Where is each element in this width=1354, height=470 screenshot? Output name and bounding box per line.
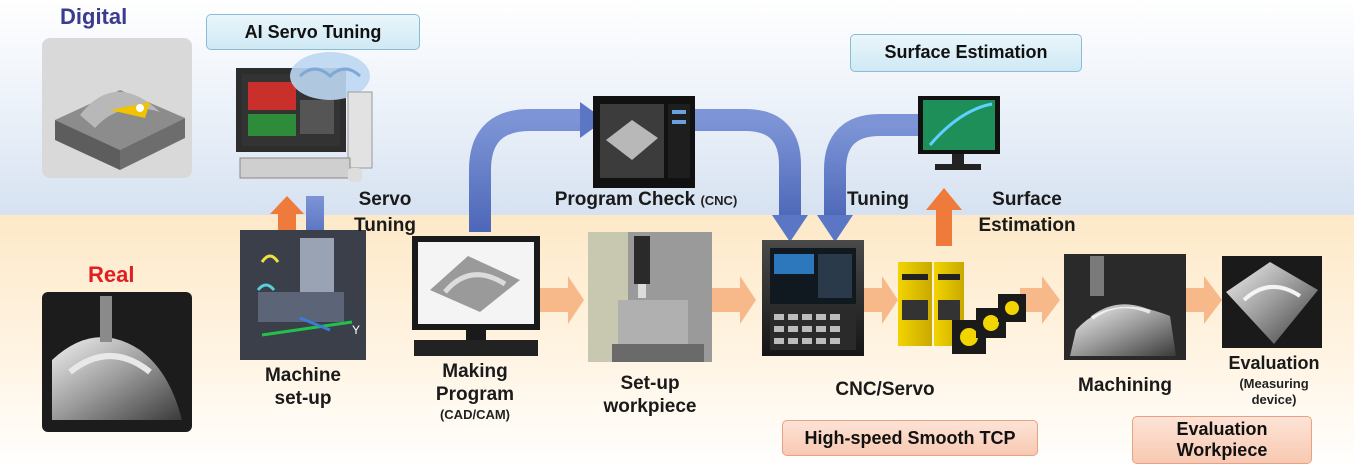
making-program-line1: Making [442, 361, 508, 382]
real-label: Real [88, 262, 135, 287]
orange-flow-arrows [540, 276, 1222, 324]
machining-label: Machining [1078, 375, 1172, 396]
machine-setup-line1: Machine [264, 365, 342, 386]
blue-flow-arrow-surface [817, 114, 920, 242]
surface-estimation-label: Surface Estimation [962, 190, 1092, 236]
servo-amplifiers-motors [898, 262, 1026, 354]
axis-y-label: Y [352, 323, 360, 337]
high-speed-smooth-tcp-box: High-speed Smooth TCP [782, 420, 1038, 456]
program-check-monitor [593, 96, 695, 188]
evaluation-sub-line2: device) [1251, 391, 1297, 407]
evaluation-workpiece-line1: Evaluation [1176, 419, 1268, 439]
setup-workpiece-label: Set-up workpiece [580, 374, 720, 417]
making-program-sub: (CAD/CAM) [439, 406, 511, 422]
servo-tuning-line1: Servo [358, 189, 412, 210]
making-program-label: Making Program (CAD/CAM) [410, 362, 540, 422]
evaluation-label: Evaluation (Measuring device) [1212, 354, 1336, 406]
machine-setup-label: Machine set-up [238, 366, 368, 409]
machine-setup-image: Y [240, 230, 366, 360]
cnc-servo-label: CNC/Servo [835, 379, 935, 400]
machining-photo [1064, 254, 1186, 360]
surface-estimation-line2: Estimation [978, 214, 1076, 236]
setup-workpiece-line2: workpiece [603, 395, 697, 417]
servo-tuning-label: Servo Tuning [340, 190, 430, 236]
surface-estimation-up-arrow [926, 188, 962, 246]
digital-label: Digital [60, 4, 128, 29]
evaluation-workpiece-line2: Workpiece [1176, 440, 1268, 460]
setup-workpiece-photo [588, 232, 712, 362]
ai-servo-computer-icon [236, 52, 373, 182]
evaluation-title: Evaluation [1228, 353, 1320, 373]
evaluation-sub-line1: (Measuring [1239, 375, 1309, 391]
servo-tuning-line2: Tuning [354, 214, 416, 236]
making-program-computer-icon [412, 236, 540, 356]
making-program-line2: Program [435, 383, 515, 405]
program-check-sub: (CNC) [700, 193, 738, 208]
cnc-panel-image [762, 240, 864, 356]
machine-setup-line2: set-up [274, 387, 332, 409]
ai-servo-tuning-box: AI Servo Tuning [206, 14, 420, 50]
surface-estimation-box: Surface Estimation [850, 34, 1082, 72]
digital-workpiece-image [42, 38, 192, 178]
program-check-label: Program Check (CNC) [526, 190, 766, 210]
surface-estimation-monitor [918, 96, 1000, 170]
program-check-text: Program Check [554, 189, 696, 210]
real-workpiece-photo [42, 292, 192, 432]
evaluation-workpiece-photo [1222, 256, 1322, 348]
blue-flow-arrow-program-check [469, 102, 808, 242]
setup-workpiece-line1: Set-up [620, 373, 680, 394]
tuning-label: Tuning [847, 189, 909, 210]
surface-estimation-line1: Surface [992, 189, 1062, 210]
evaluation-workpiece-box: Evaluation Workpiece [1132, 416, 1312, 464]
